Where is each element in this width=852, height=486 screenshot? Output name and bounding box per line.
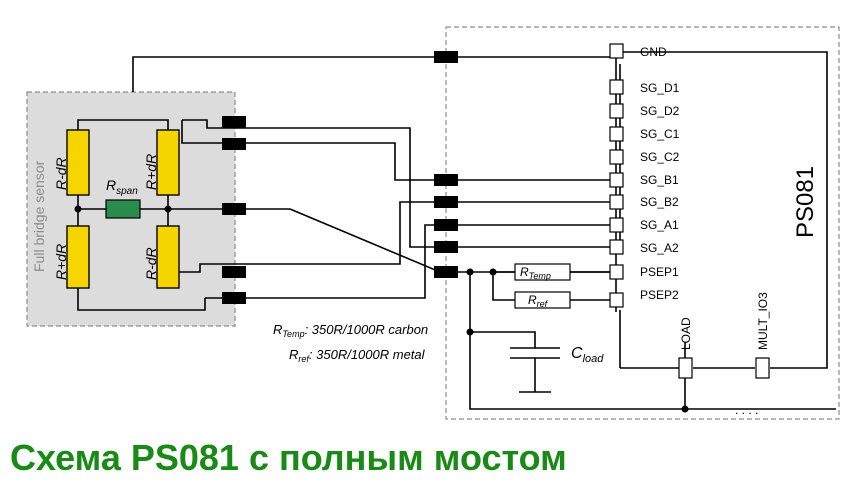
chip-pin-sg-a2: SG_A2	[609, 239, 679, 255]
resistor-label-top-right: R+dR	[143, 154, 159, 190]
resistor-top-right	[156, 129, 180, 196]
connector-sg-a1	[434, 219, 458, 231]
connector-sg-b1	[434, 174, 458, 186]
connector-2	[222, 138, 246, 150]
connector-sg-b2	[434, 196, 458, 208]
pin-label-load: LOAD	[679, 317, 693, 350]
chip-box	[445, 26, 840, 420]
wire-rref-left	[492, 272, 515, 301]
pin-label-sg-a2: SG_A2	[640, 241, 679, 255]
resistor-r-ref	[514, 291, 571, 309]
chip-pin-sg-d2: SG_D2	[609, 103, 680, 119]
pin-label-sg-d2: SG_D2	[640, 104, 680, 118]
resistor-bottom-right	[156, 225, 180, 289]
wire-psep1	[289, 208, 610, 273]
chip-pin-sg-d1: SG_D1	[609, 79, 680, 95]
r-ref-label: Rref	[528, 293, 549, 309]
wire-bottom-left	[77, 288, 206, 311]
pin-label-psep1: PSEP1	[640, 265, 679, 279]
resistor-bottom-left	[66, 225, 90, 289]
span-resistor-label: Rspan	[106, 177, 138, 197]
connector-4	[222, 266, 246, 278]
pin-label-mult-io3: MULT_IO3	[756, 292, 770, 350]
sensor-label: Full bridge sensor	[31, 160, 47, 272]
junction-left	[74, 205, 82, 213]
chip-pin-load: LOAD	[678, 317, 693, 379]
c-load-label: Cload	[571, 345, 604, 365]
pin-label-sg-d1: SG_D1	[640, 81, 680, 95]
junction-cap	[466, 328, 474, 336]
resistor-label-bottom-right: R-dR	[143, 247, 159, 280]
chip-pin-psep2: PSEP2	[609, 288, 679, 308]
chip-pin-psep1: PSEP1	[609, 264, 679, 280]
chip-name: PS081	[792, 166, 819, 238]
resistor-label-top-left: R-dR	[53, 157, 69, 190]
connector-3	[222, 203, 246, 215]
pin-label-sg-a1: SG_A1	[640, 218, 679, 232]
connector-5	[222, 292, 246, 304]
chip-pin-sg-c2: SG_C2	[609, 149, 680, 165]
wire-sg-a2	[182, 119, 610, 248]
chip-pin-sg-a1: SG_A1	[609, 217, 679, 233]
chip-pin-sg-b1: SG_B1	[609, 172, 679, 188]
pin-label-psep2: PSEP2	[640, 288, 679, 302]
resistor-top-left	[66, 129, 90, 196]
resistor-r-temp	[514, 263, 571, 281]
connector-sg-a2	[434, 241, 458, 253]
pin-label-gnd: GND	[640, 45, 667, 59]
wire-common-bottom	[469, 272, 836, 410]
pin-label-sg-c2: SG_C2	[640, 150, 680, 164]
connector-gnd	[434, 51, 458, 63]
wire-cap-top	[470, 331, 536, 348]
chip-pin-sg-c1: SG_C1	[609, 126, 680, 142]
note-r-ref: Rref: 350R/1000R metal	[289, 347, 426, 364]
wire-gnd	[132, 56, 610, 92]
pin-label-sg-b2: SG_B2	[640, 195, 679, 209]
chip-pin-gnd: GND	[609, 43, 667, 59]
pin-label-sg-b1: SG_B1	[640, 173, 679, 187]
wire-sg-b1	[181, 120, 610, 181]
junction-right	[164, 205, 172, 213]
connector-1	[222, 116, 246, 128]
pin-label-sg-c1: SG_C1	[640, 127, 680, 141]
continuation-dots: . . . .	[735, 403, 758, 417]
wire-top-node	[77, 119, 169, 130]
chip-pin-mult-io3: MULT_IO3	[755, 292, 770, 379]
connector-psep	[434, 266, 458, 278]
wire-sg-a1	[246, 224, 610, 299]
resistor-label-bottom-left: R+dR	[53, 244, 69, 280]
chip-pin-sg-b2: SG_B2	[609, 194, 679, 210]
page-title: Схема PS081 с полным мостом	[10, 437, 567, 478]
span-resistor	[105, 199, 141, 219]
r-temp-label: RTemp	[520, 265, 551, 281]
junction-load	[681, 405, 689, 413]
chip-outline-wire	[620, 51, 828, 369]
junction-psep-b	[489, 268, 497, 276]
note-r-temp: RTemp: 350R/1000R carbon	[273, 322, 428, 339]
junction-psep-a	[466, 268, 474, 276]
